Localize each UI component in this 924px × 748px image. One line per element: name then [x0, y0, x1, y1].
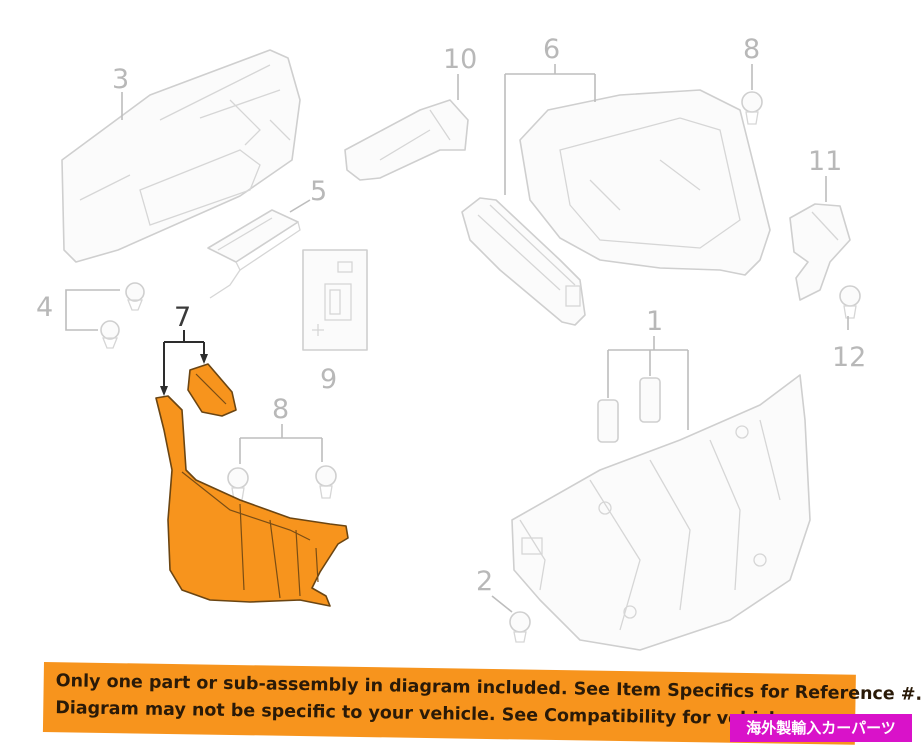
- leader-8-middle: [239, 424, 323, 464]
- part-4-clips: [100, 282, 145, 349]
- callout-6: 6: [543, 34, 560, 65]
- part-1-grommets: [597, 377, 661, 443]
- part-2-clip: [509, 611, 531, 643]
- part-8-push-clips-middle: [227, 465, 337, 501]
- callout-8-middle: 8: [272, 394, 289, 425]
- callout-4: 4: [36, 292, 53, 323]
- part-8-push-clip-top: [741, 91, 763, 125]
- disclaimer-line-2: Diagram may not be specific to your vehi…: [55, 698, 840, 731]
- leader-1: [607, 336, 689, 430]
- part-1-heat-shield: [511, 374, 811, 651]
- part-9-switch-panel: [302, 249, 368, 351]
- callout-2: 2: [476, 566, 493, 597]
- seller-badge: 海外製輸入カーパーツ: [730, 714, 912, 742]
- leader-2: [491, 595, 513, 613]
- part-7-highlighted-panel: [155, 363, 349, 607]
- leader-5: [289, 199, 311, 213]
- leader-7: [163, 330, 205, 392]
- part-10-bracket: [344, 99, 469, 181]
- callout-9: 9: [320, 364, 337, 395]
- callout-8-top: 8: [743, 34, 760, 65]
- callout-1: 1: [646, 306, 663, 337]
- leader-7-arrowheads: [160, 354, 208, 396]
- part-5-lamp: [207, 209, 301, 299]
- leader-6: [504, 64, 596, 195]
- callout-3: 3: [112, 64, 129, 95]
- callout-5: 5: [310, 176, 327, 207]
- part-11-bracket: [789, 203, 851, 301]
- callout-10: 10: [443, 44, 477, 75]
- part-6-quarter-panel: [461, 89, 771, 326]
- callout-12: 12: [832, 342, 866, 373]
- callout-7: 7: [174, 302, 191, 333]
- part-12-clip: [839, 285, 861, 319]
- part-3-trunk-trim: [61, 49, 301, 263]
- callout-11: 11: [808, 146, 842, 177]
- leader-4: [65, 289, 120, 331]
